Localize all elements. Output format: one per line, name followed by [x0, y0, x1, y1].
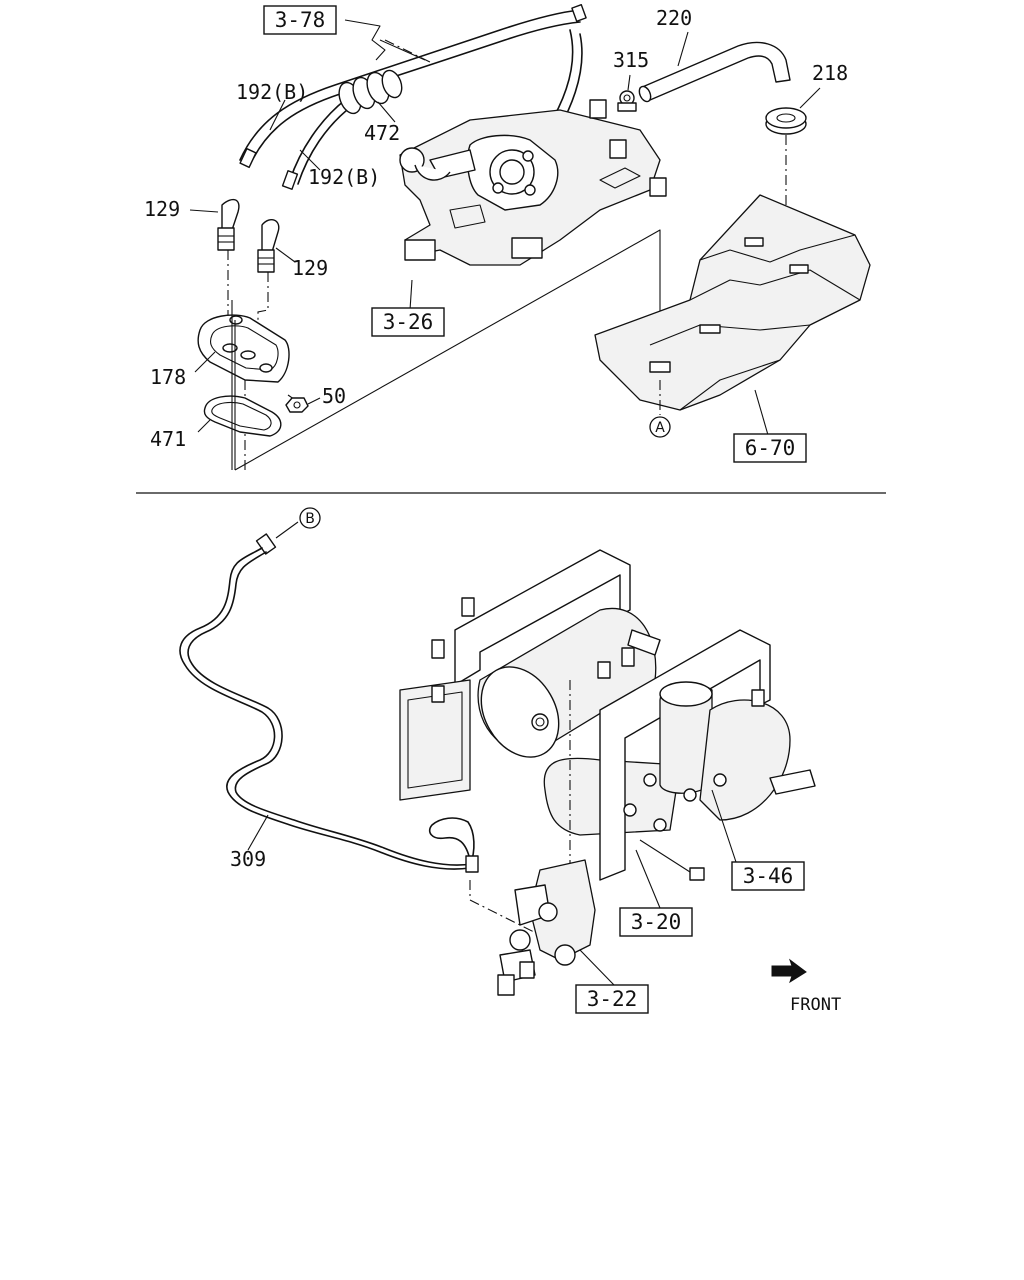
grommet-218 — [765, 107, 807, 135]
ref-3-22: 3-22 — [587, 987, 638, 1011]
clamp-472 — [338, 69, 403, 115]
part-218: 218 — [812, 61, 848, 85]
governor-assembly — [399, 99, 667, 266]
part-50: 50 — [322, 384, 346, 408]
marker-a: A — [649, 416, 671, 438]
upper-view: 3-78 3-26 6-70 220 315 218 192(B) 472 19… — [144, 4, 871, 471]
ref-6-70: 6-70 — [745, 436, 796, 460]
part-192b-upper: 192(B) — [236, 80, 308, 104]
tank-frame-assembly — [399, 549, 816, 900]
ref-3-20: 3-20 — [631, 910, 682, 934]
ref-box-3-22: 3-22 — [575, 984, 649, 1014]
ref-box-3-26: 3-26 — [371, 307, 445, 337]
elbow-129-left — [217, 198, 240, 251]
ref-3-78: 3-78 — [275, 8, 326, 32]
part-129-left: 129 — [144, 197, 180, 221]
ref-3-26: 3-26 — [383, 310, 434, 334]
ref-3-46: 3-46 — [743, 864, 794, 888]
svg-text:A: A — [655, 420, 665, 436]
ref-box-3-20: 3-20 — [619, 907, 693, 937]
leaders-lower — [247, 789, 737, 986]
part-471: 471 — [150, 427, 186, 451]
part-192b-lower: 192(B) — [308, 165, 380, 189]
elbow-129-right — [257, 218, 280, 273]
seal-471 — [203, 395, 282, 437]
leaders-upper — [189, 31, 821, 436]
ref-box-6-70: 6-70 — [733, 433, 807, 463]
nut-50 — [285, 397, 309, 413]
clip-315 — [617, 90, 637, 112]
floor-panel — [594, 194, 871, 411]
ref-box-3-46: 3-46 — [731, 861, 805, 891]
wire-309 — [179, 533, 479, 873]
part-178: 178 — [150, 365, 186, 389]
part-129-right: 129 — [292, 256, 328, 280]
marker-b: B — [299, 507, 321, 529]
part-309: 309 — [230, 847, 266, 871]
part-315: 315 — [613, 48, 649, 72]
hose-192b — [239, 4, 587, 190]
ref-box-3-78: 3-78 — [263, 5, 337, 35]
front-label: FRONT — [790, 995, 841, 1015]
hose-220 — [638, 41, 791, 103]
front-arrow: FRONT — [771, 958, 841, 1015]
svg-text:B: B — [305, 511, 315, 527]
lower-view: B — [179, 507, 841, 1015]
leader-378 — [344, 19, 426, 61]
cover-178 — [197, 314, 290, 383]
valve-block — [497, 859, 596, 996]
part-472: 472 — [364, 121, 400, 145]
part-220: 220 — [656, 6, 692, 30]
